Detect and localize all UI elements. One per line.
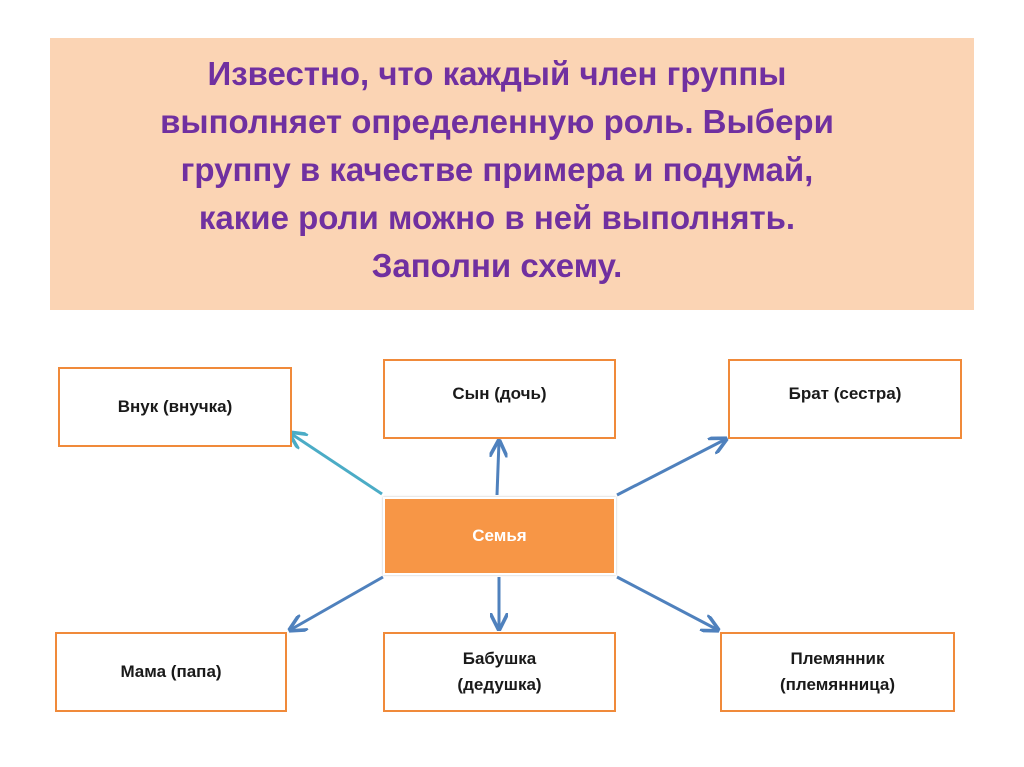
node-plemyannik: Племянник (племянница) (720, 632, 955, 712)
arrow-to-brat (616, 439, 726, 497)
arrow-to-plemyannik (616, 575, 718, 630)
node-syn: Сын (дочь) (383, 359, 616, 439)
node-label: Внук (внучка) (117, 397, 233, 416)
node-babushka: Бабушка (дедушка) (383, 632, 616, 712)
node-label: (дедушка) (457, 675, 542, 694)
center-label: Семья (472, 526, 527, 545)
node-label: Племянник (790, 649, 885, 668)
arrow-to-syn (497, 441, 499, 496)
arrow-to-vnuk (290, 433, 383, 496)
instruction-banner: Известно, что каждый член группы выполня… (50, 38, 974, 310)
instruction-line: Заполни схему. (371, 247, 623, 284)
node-center-semya: Семья (383, 497, 616, 575)
node-label: (племянница) (780, 675, 895, 694)
node-label: Сын (дочь) (452, 384, 547, 403)
instruction-line: какие роли можно в ней выполнять. (198, 199, 796, 236)
instruction-text: Известно, что каждый член группы выполня… (50, 50, 944, 290)
instruction-line: группу в качестве примера и подумай, (180, 151, 814, 188)
node-label: Мама (папа) (120, 662, 222, 681)
instruction-line: Известно, что каждый член группы (207, 55, 787, 92)
node-brat: Брат (сестра) (728, 359, 962, 439)
node-label: Брат (сестра) (788, 384, 902, 403)
node-label: Бабушка (462, 649, 537, 668)
instruction-line: выполняет определенную роль. Выбери (160, 103, 834, 140)
arrow-to-mama (290, 575, 384, 630)
node-vnuk: Внук (внучка) (58, 367, 292, 447)
node-mama: Мама (папа) (55, 632, 287, 712)
